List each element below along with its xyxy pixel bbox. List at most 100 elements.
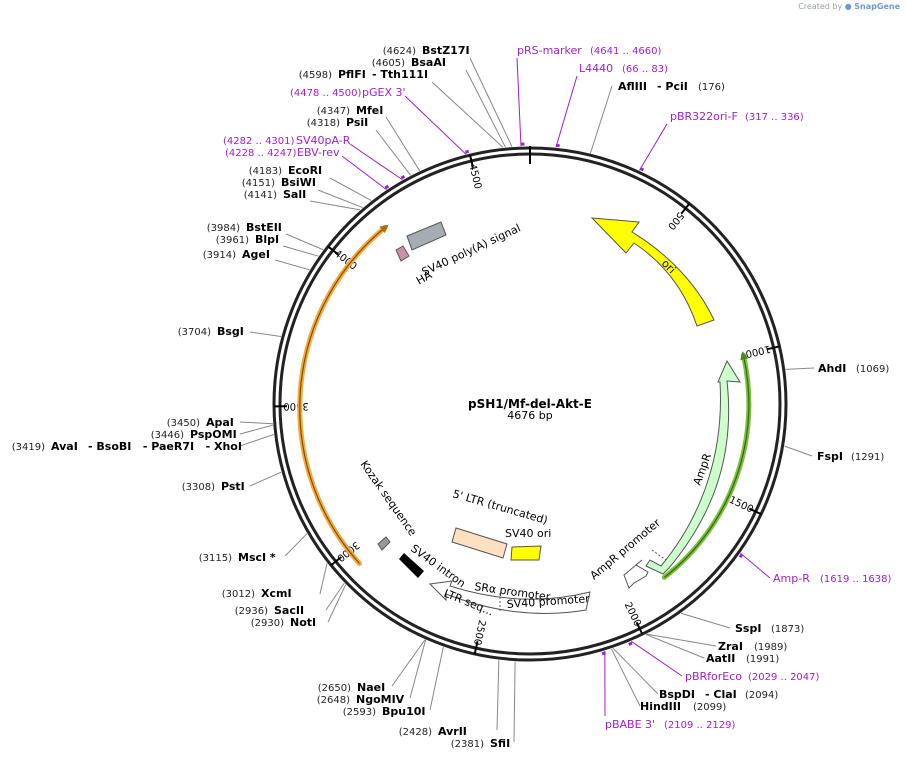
site-name: MscI * xyxy=(238,551,276,564)
primer-name: pRS-marker xyxy=(517,44,582,57)
site-naei[interactable]: (2650) NaeI xyxy=(318,681,385,694)
site-ecori[interactable]: (4183) EcoRI xyxy=(249,164,322,177)
primer-name: pGEX 3' xyxy=(362,86,406,99)
primer-pgex-3[interactable]: (4478 .. 4500) pGEX 3' xyxy=(290,86,406,99)
site-mfei[interactable]: (4347) MfeI xyxy=(317,104,384,117)
site-bpu10i[interactable]: (2593) Bpu10I xyxy=(343,705,426,718)
site-name: Bpu10I xyxy=(382,705,426,718)
site-name: PstI xyxy=(221,480,245,493)
site-name: PspOMI xyxy=(190,428,237,441)
site-avrii[interactable]: (2428) AvrII xyxy=(399,725,467,738)
site-pos: (3012) xyxy=(222,589,255,600)
site-psii[interactable]: (4318) PsiI xyxy=(307,116,369,129)
leader-line xyxy=(327,584,347,623)
site-pflfi[interactable]: (4598) PflFI - Tth111I xyxy=(299,68,428,81)
site-pos: (4151) xyxy=(242,178,275,189)
primer-name: pBR322ori-F xyxy=(670,110,738,123)
leader-line xyxy=(409,639,427,699)
ampr-feature xyxy=(645,359,741,575)
leader-line xyxy=(249,471,282,487)
site-name: BlpI xyxy=(255,233,279,246)
leader-line xyxy=(239,433,274,447)
site-xcmi[interactable]: (3012) XcmI xyxy=(222,587,292,600)
site-name: BsgI xyxy=(217,325,244,338)
credit-prefix: Created by xyxy=(798,2,843,11)
site-name: NotI xyxy=(290,616,316,629)
site-name: BspDI xyxy=(659,688,695,701)
site-sfii[interactable]: (2381) SfiI xyxy=(451,737,510,750)
site-pos: (3914) xyxy=(203,250,236,261)
sv40-intron-feature xyxy=(399,553,424,578)
primer-amp-r[interactable]: Amp-R (1619 .. 1638) xyxy=(773,572,892,585)
primer-sv40pa-r[interactable]: (4282 .. 4301) SV40pA-R xyxy=(223,134,351,147)
primer-pbabe-3[interactable]: pBABE 3' (2109 .. 2129) xyxy=(605,718,736,731)
site-agei[interactable]: (3914) AgeI xyxy=(203,248,270,261)
site-pos: (1991) xyxy=(746,654,779,665)
leader-line xyxy=(496,660,500,731)
leader-line xyxy=(385,116,421,172)
site-sspi[interactable]: SspI (1873) xyxy=(735,622,804,635)
leader-line xyxy=(639,123,668,171)
site-noti[interactable]: (2930) NotI xyxy=(251,616,316,629)
leader-line xyxy=(284,533,308,557)
site-zrai[interactable]: ZraI (1989) xyxy=(718,640,787,653)
site-name: AhdI xyxy=(818,362,846,375)
leader-lines xyxy=(239,57,815,743)
site-pos: (2593) xyxy=(343,707,376,718)
site-name: SfiI xyxy=(490,737,510,750)
site-pos: (2650) xyxy=(318,683,351,694)
site-sali[interactable]: (4141) SalI xyxy=(244,188,306,201)
site-fspi[interactable]: FspI (1291) xyxy=(817,450,884,463)
site-ahdi[interactable]: AhdI (1069) xyxy=(818,362,889,375)
leader-line xyxy=(646,633,717,647)
leader-line xyxy=(610,648,641,707)
site-pos: (2099) xyxy=(693,702,726,713)
site-bsaai[interactable]: (4605) BsaAI xyxy=(372,56,446,69)
primer-ebv-rev[interactable]: (4228 .. 4247) EBV-rev xyxy=(225,146,340,159)
leader-line xyxy=(285,233,324,251)
site-bsiwi[interactable]: (4151) BsiWI xyxy=(242,176,316,189)
site-pspomi[interactable]: (3446) PspOMI xyxy=(151,428,237,441)
site-name: PflFI xyxy=(338,68,366,81)
site-msci[interactable]: (3115) MscI * xyxy=(199,551,276,564)
site-pos: (3450) xyxy=(167,418,200,429)
leader-line xyxy=(431,81,504,148)
sv40-promoter-label: SV40 promoter xyxy=(506,592,590,611)
site-hindiii[interactable]: HindIII (2099) xyxy=(640,700,726,713)
site-blpi[interactable]: (3961) BlpI xyxy=(216,233,279,246)
primer-pbrforeco[interactable]: pBRforEco (2029 .. 2047) xyxy=(685,670,820,683)
site-avai[interactable]: (3419) AvaI - BsoBI - PaeR7I - XhoI xyxy=(12,440,242,453)
leader-line xyxy=(513,661,516,743)
scale-tick xyxy=(473,641,479,655)
site-pos: (2930) xyxy=(251,618,284,629)
site-afliii[interactable]: AflIII - PciI (176) xyxy=(618,80,725,93)
site-bspdi[interactable]: BspDI - ClaI (2094) xyxy=(659,688,778,701)
site-sacii[interactable]: (2936) SacII xyxy=(235,604,304,617)
site-aatii[interactable]: AatII (1991) xyxy=(706,652,779,665)
primer-binding-mark xyxy=(400,175,406,180)
site-pos: (3446) xyxy=(151,430,184,441)
leader-line xyxy=(319,563,328,595)
primer-l4440[interactable]: L4440 (66 .. 83) xyxy=(579,62,668,75)
site-name: NaeI xyxy=(357,681,385,694)
site-pos: (4624) xyxy=(383,46,416,57)
scale-tick-label: 2500 xyxy=(471,619,487,646)
site-bsgi[interactable]: (3704) BsgI xyxy=(178,325,244,338)
leader-line xyxy=(249,331,282,337)
credit-brand: SnapGene xyxy=(854,2,900,11)
scale-tick xyxy=(748,507,762,516)
ltr-feature xyxy=(451,527,508,559)
leader-line xyxy=(589,85,613,154)
site-name: PsiI xyxy=(346,116,368,129)
scale-tick-label: 1000 xyxy=(744,343,771,359)
primer-pbr322ori-f[interactable]: pBR322ori-F (317 .. 336) xyxy=(670,110,804,123)
site-name: AflIII xyxy=(618,80,647,93)
primer-prs-marker[interactable]: pRS-marker (4641 .. 4660) xyxy=(517,44,662,57)
site-psti[interactable]: (3308) PstI xyxy=(182,480,245,493)
site-bstz17i[interactable]: (4624) BstZ17I xyxy=(383,44,470,57)
site-bsteii[interactable]: (3984) BstEII xyxy=(207,221,282,234)
site-apai[interactable]: (3450) ApaI xyxy=(167,416,234,429)
ltr-label: 5' LTR (truncated) xyxy=(451,487,549,527)
site-name: BstZ17I xyxy=(422,44,470,57)
site-ngomiv[interactable]: (2648) NgoMIV xyxy=(317,693,405,706)
